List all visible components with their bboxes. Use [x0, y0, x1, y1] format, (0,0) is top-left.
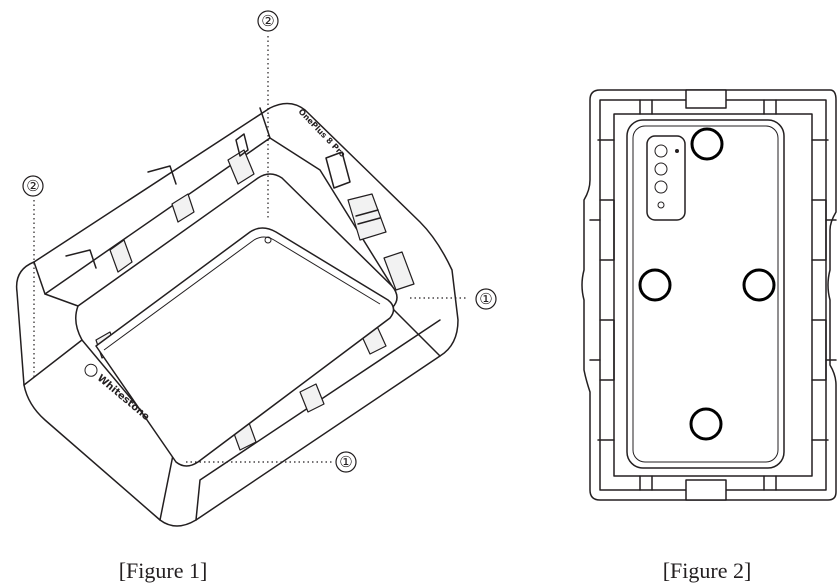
figure-1: Whitestone OnePlus 8 Pro ① ① ② ② [Figure… — [15, 10, 497, 583]
magnet-left — [638, 268, 672, 302]
callout-1-bottom: ① — [335, 451, 357, 473]
magnet-top — [690, 127, 724, 161]
figure-2: [Figure 2] — [581, 89, 837, 583]
callout-2-top: ② — [257, 10, 279, 32]
callout-2-left: ② — [22, 175, 44, 197]
callout-label: ② — [26, 177, 39, 195]
callout-label: ① — [479, 290, 492, 308]
phone-in-tray — [95, 227, 395, 467]
callout-label: ① — [339, 453, 352, 471]
camera-module — [646, 135, 686, 221]
callout-1-right: ① — [475, 288, 497, 310]
magnet-right — [742, 268, 776, 302]
magnet-bottom — [689, 407, 723, 441]
figure-1-caption: [Figure 1] — [119, 558, 208, 583]
callout-label: ② — [261, 12, 274, 30]
figure-2-caption: [Figure 2] — [663, 558, 752, 583]
